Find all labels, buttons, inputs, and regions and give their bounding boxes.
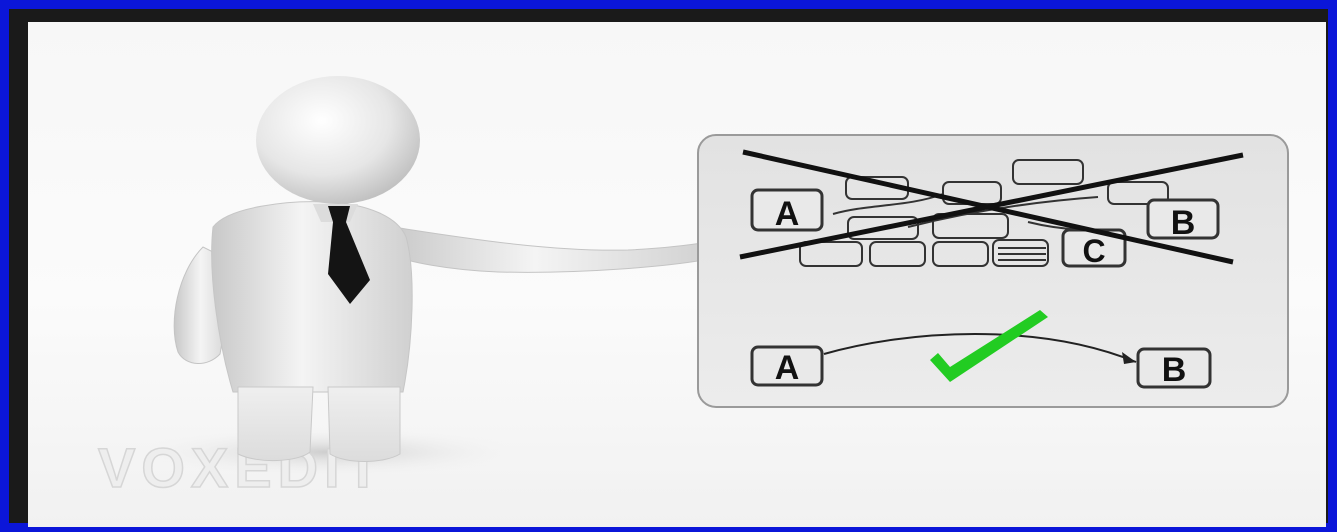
presentation-board: A B C A B <box>698 135 1288 407</box>
presenter-figure <box>174 76 714 462</box>
right-leg <box>328 387 400 462</box>
illustration-canvas: VOXEDIT <box>28 22 1326 527</box>
bottom-label-a: A <box>775 349 800 387</box>
left-leg <box>238 387 313 461</box>
top-label-b: B <box>1171 204 1196 242</box>
pointing-arm <box>388 227 714 272</box>
torso <box>212 202 412 392</box>
bottom-label-b: B <box>1162 351 1187 389</box>
illustration-svg: VOXEDIT <box>28 22 1326 527</box>
head <box>256 76 420 204</box>
top-label-c: C <box>1082 233 1105 269</box>
top-label-a: A <box>775 195 800 233</box>
